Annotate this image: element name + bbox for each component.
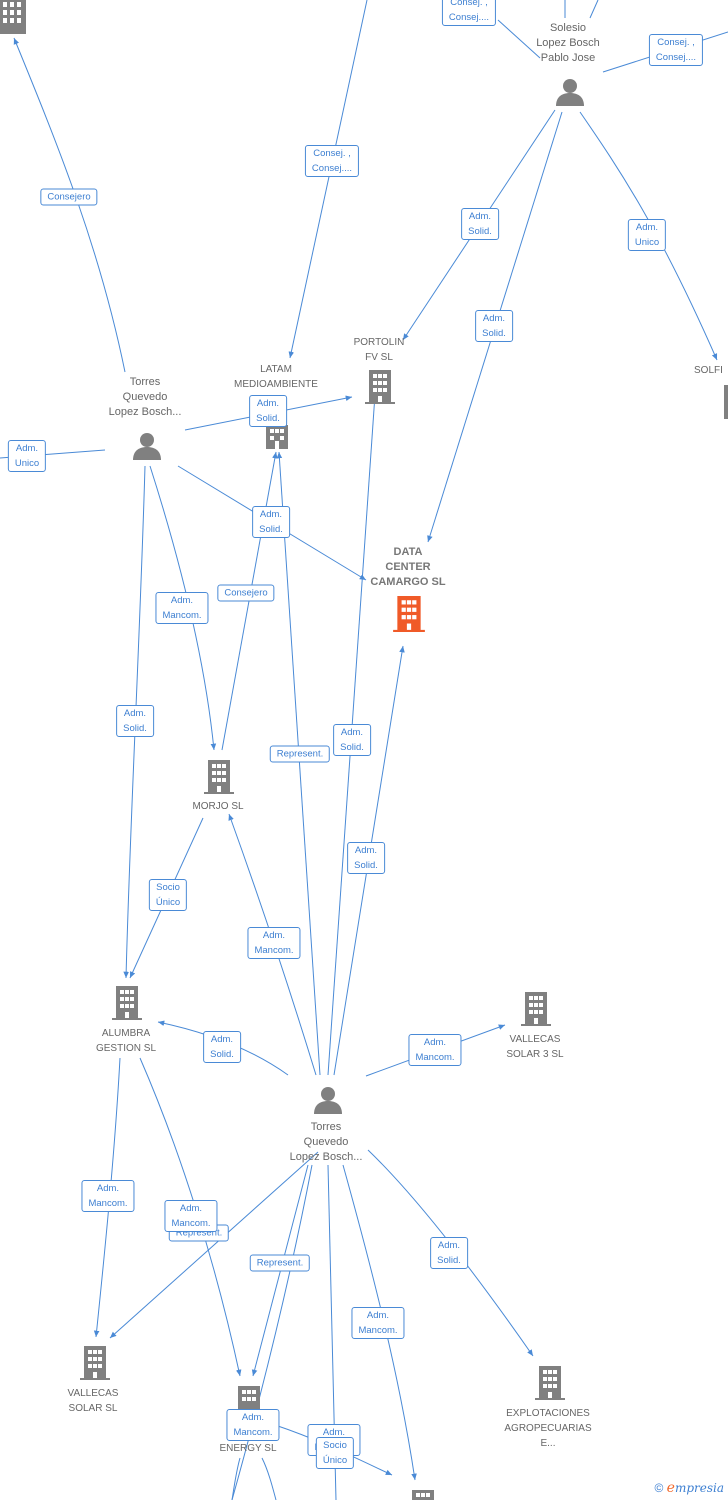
edge-label[interactable]: Adm. Solid.	[333, 724, 371, 756]
edge-label[interactable]: Consej. , Consej....	[441, 0, 497, 26]
node-vallecas3-label[interactable]: VALLECAS SOLAR 3 SL	[506, 1034, 564, 1060]
node-torres-center-label[interactable]: Torres Quevedo Lopez Bosch...	[289, 1121, 363, 1163]
building-icon-explotaciones	[535, 1366, 565, 1400]
edge-label[interactable]: Consejero	[217, 584, 275, 602]
node-portolin-label[interactable]: PORTOLIN FV SL	[353, 337, 405, 363]
edge-label[interactable]: Adm. Solid.	[347, 842, 385, 874]
building-icon-alumbra	[112, 986, 142, 1020]
brand-name: mpresia	[674, 1481, 724, 1495]
brand-initial: e	[666, 1480, 675, 1496]
node-solfi-label[interactable]: SOLFI	[694, 365, 723, 376]
node-vallecas-label[interactable]: VALLECAS SOLAR SL	[67, 1388, 119, 1414]
edge-label[interactable]: Adm. Solid.	[430, 1237, 468, 1269]
building-icon-solfi	[724, 385, 728, 419]
empresia-logo[interactable]: © empresia	[654, 1480, 724, 1496]
edge-label[interactable]: Adm. Mancom.	[247, 927, 301, 959]
copyright-symbol: ©	[654, 1481, 664, 1495]
building-icon-vallecas3	[521, 992, 551, 1026]
person-icon-torres-left	[133, 433, 161, 460]
edge-label[interactable]: Adm. Unico	[627, 219, 667, 251]
building-icon-bottom	[412, 1490, 434, 1500]
edge-label[interactable]: Adm. Mancom.	[408, 1034, 462, 1066]
building-icon-energy	[238, 1386, 260, 1410]
node-data-center-label[interactable]: DATA CENTER CAMARGO SL	[370, 546, 446, 588]
edge-label[interactable]: Adm. Mancom.	[81, 1180, 135, 1212]
node-latam-label[interactable]: LATAM MEDIOAMBIENTE	[234, 364, 318, 390]
edge-label[interactable]: Adm. Solid.	[475, 310, 513, 342]
edge-label[interactable]: Consej. , Consej....	[648, 34, 704, 66]
building-icon-vallecas	[80, 1346, 110, 1380]
building-icon-data-center	[393, 596, 425, 632]
edge-label[interactable]: Consejero	[40, 188, 98, 206]
node-morjo-label[interactable]: MORJO SL	[192, 801, 244, 812]
person-icon-torres-center	[314, 1087, 342, 1114]
building-icon-topleft	[0, 0, 26, 34]
node-alumbra-label[interactable]: ALUMBRA GESTION SL	[95, 1028, 156, 1054]
node-solesio-label[interactable]: Solesio Lopez Bosch Pablo Jose	[536, 22, 600, 64]
edge-label[interactable]: Consej. , Consej....	[304, 145, 360, 177]
edge-label[interactable]: Adm. Mancom.	[351, 1307, 405, 1339]
edge-label[interactable]: Represent.	[249, 1254, 311, 1272]
edge-label[interactable]: Adm. Solid.	[203, 1031, 241, 1063]
edge-label[interactable]: Socio Único	[148, 879, 188, 911]
edge-label[interactable]: Adm. Solid.	[116, 705, 154, 737]
edge-label[interactable]: Adm. Solid.	[461, 208, 499, 240]
building-icon-portolin	[365, 370, 395, 404]
building-icon-morjo	[204, 760, 234, 794]
edge-label[interactable]: Adm. Unico	[7, 440, 47, 472]
edge-label[interactable]: Adm. Mancom.	[226, 1409, 280, 1441]
person-icon-solesio	[556, 79, 584, 106]
node-explotaciones-label[interactable]: EXPLOTACIONES AGROPECUARIAS E...	[504, 1408, 592, 1449]
edge-label[interactable]: Adm. Solid.	[252, 506, 290, 538]
edge-label[interactable]: Represent.	[269, 745, 331, 763]
edge-label[interactable]: Adm. Mancom.	[155, 592, 209, 624]
edge-label[interactable]: Socio Único	[315, 1437, 355, 1469]
edge-label[interactable]: Adm. Mancom.	[164, 1200, 218, 1232]
building-icon-latam	[266, 425, 288, 449]
node-torres-left-label[interactable]: Torres Quevedo Lopez Bosch...	[108, 376, 182, 418]
edge-label[interactable]: Adm. Solid.	[249, 395, 287, 427]
